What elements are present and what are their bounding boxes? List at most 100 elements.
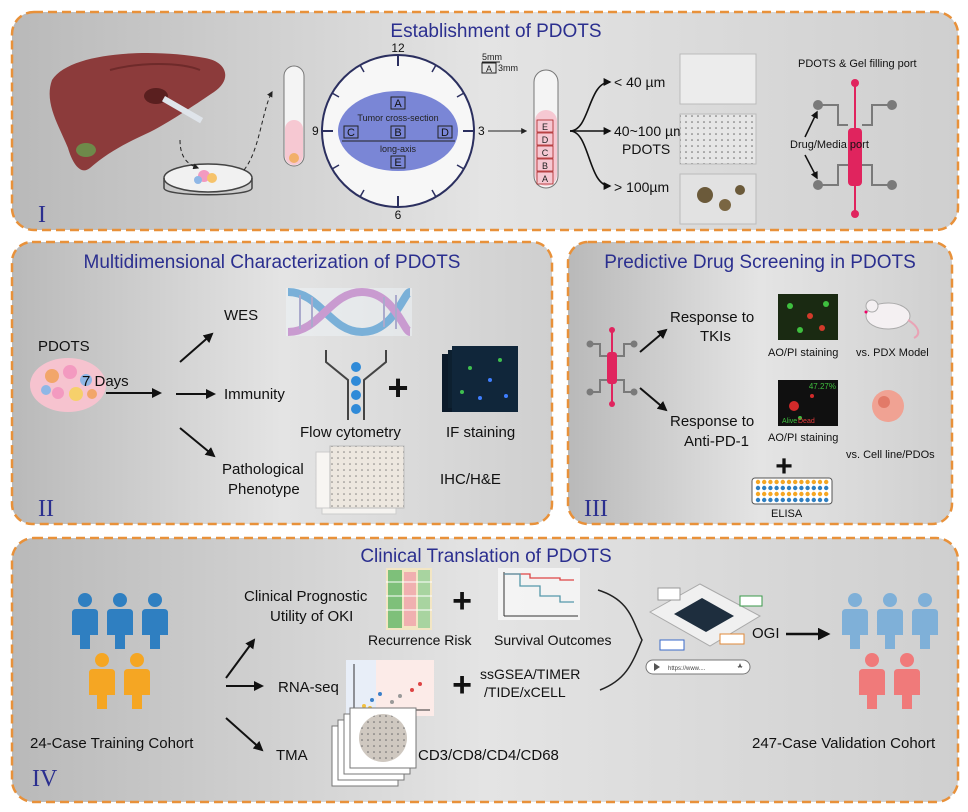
section-box-d: D	[437, 125, 453, 139]
aopi-label-2: AO/PI staining	[768, 432, 838, 444]
arrow-pd1	[639, 387, 668, 412]
svg-text:A: A	[486, 64, 492, 74]
panel-title: Clinical Translation of PDOTS	[360, 546, 611, 567]
svg-text:3mm: 3mm	[498, 63, 518, 73]
plus-icon: +	[452, 582, 472, 620]
ssgsea-label-1: ssGSEA/TIMER	[480, 666, 580, 682]
section-box-b: B	[390, 125, 406, 139]
svg-text:B: B	[542, 161, 548, 171]
svg-text:E: E	[394, 157, 401, 169]
panel-drug-screening: Predictive Drug Screening in PDOTS III R…	[566, 240, 954, 526]
arrow-pathology	[179, 427, 216, 458]
panel-title: Multidimensional Characterization of PDO…	[84, 252, 461, 273]
size-small-label: < 40 µm	[614, 74, 665, 90]
section-box-e: E	[390, 155, 406, 169]
rna-volcano-plot	[346, 660, 434, 716]
arrow-dish-to-tube	[243, 90, 273, 171]
survival-curve	[498, 568, 580, 620]
clock-9: 9	[312, 124, 319, 138]
if-label: IF staining	[446, 424, 515, 441]
panel-establishment: Establishment of PDOTS I	[10, 10, 960, 232]
panel-roman-numeral: I	[38, 202, 46, 228]
clinical-label-1: Clinical Prognostic	[244, 588, 368, 605]
plus-icon: +	[775, 450, 793, 483]
recurrence-heatmap	[386, 568, 432, 630]
dna-helix-icon	[286, 287, 413, 337]
panel-border	[566, 240, 954, 526]
tma-label: TMA	[276, 747, 308, 764]
plus-icon: +	[452, 666, 472, 704]
mouse-icon	[864, 299, 920, 339]
immunity-label: Immunity	[224, 386, 285, 403]
elisa-label: ELISA	[771, 508, 803, 520]
panel-characterization: Multidimensional Characterization of PDO…	[10, 240, 554, 526]
svg-text:5mm: 5mm	[482, 52, 502, 62]
rnaseq-label: RNA-seq	[278, 679, 339, 696]
pdx-label: vs. PDX Model	[856, 347, 929, 359]
ogi-label: OGI	[752, 625, 780, 642]
size-mid-name: PDOTS	[622, 141, 670, 157]
panel-roman-numeral: III	[584, 496, 608, 522]
scale-legend: 5mm A 3mm	[481, 52, 518, 74]
tumor-cross-section	[338, 91, 458, 171]
micrograph-small	[679, 53, 757, 105]
alive-label: Alive	[782, 418, 797, 425]
days-label: 7 Days	[82, 373, 129, 390]
gel-port-label: PDOTS & Gel filling port	[798, 58, 917, 70]
long-axis-label: long-axis	[380, 144, 417, 154]
survival-label: Survival Outcomes	[494, 632, 611, 648]
panel-clinical-translation: Clinical Translation of PDOTS IV 24-Case…	[10, 536, 960, 804]
training-people-icon	[72, 593, 168, 709]
drug-port-label: Drug/Media port	[790, 139, 869, 151]
micro-pct: 47.27%	[809, 382, 836, 391]
aopi-image-1	[778, 294, 838, 340]
micrograph-large	[679, 173, 757, 225]
pdots-cell-cluster	[30, 358, 106, 412]
clock-3: 3	[478, 124, 485, 138]
aopi-image-2: 47.27% Alive Dead	[778, 380, 838, 426]
validation-people-icon	[842, 593, 938, 709]
svg-text:A: A	[542, 174, 548, 184]
arrow-wes	[179, 332, 214, 363]
tumor-label: Tumor cross-section	[357, 113, 438, 123]
aopi-label-1: AO/PI staining	[768, 347, 838, 359]
resp-pd1-2: Anti-PD-1	[684, 433, 749, 450]
arrow-liver-to-dish	[179, 139, 200, 170]
resp-pd1-1: Response to	[670, 413, 754, 430]
panel-roman-numeral: II	[38, 496, 54, 522]
panel-title: Predictive Drug Screening in PDOTS	[604, 252, 916, 273]
svg-text:D: D	[542, 135, 549, 145]
section-box-a: A	[390, 96, 406, 110]
ihc-label: IHC/H&E	[440, 471, 501, 488]
arrow-clinical	[225, 638, 256, 679]
url-text: https://www....	[668, 666, 706, 672]
training-label: 24-Case Training Cohort	[30, 735, 194, 752]
if-staining-image	[442, 346, 518, 412]
panel-title: Establishment of PDOTS	[390, 21, 601, 42]
dead-label: Dead	[798, 418, 815, 425]
ihc-image	[315, 445, 405, 515]
test-tube-2: E D C B A	[533, 69, 559, 189]
arrow-large-size	[569, 130, 612, 190]
ssgsea-label-2: /TIDE/xCELL	[484, 684, 566, 700]
cell-line-icon	[872, 390, 904, 422]
recurrence-label: Recurrence Risk	[368, 632, 472, 648]
svg-text:C: C	[347, 127, 355, 139]
microfluidic-chip	[813, 79, 897, 218]
arrow-small-size	[569, 78, 612, 132]
size-large-label: > 100µm	[614, 179, 669, 195]
petri-dish	[163, 163, 253, 196]
wes-label: WES	[224, 307, 258, 324]
flow-label: Flow cytometry	[300, 424, 401, 441]
merge-brace	[597, 589, 643, 691]
svg-text:A: A	[394, 98, 402, 110]
markers-label: CD3/CD8/CD4/CD68	[418, 747, 559, 764]
cellline-label: vs. Cell line/PDOs	[846, 449, 935, 461]
clock-6: 6	[395, 208, 402, 222]
patho-label-2: Phenotype	[228, 481, 300, 498]
resp-tki-1: Response to	[670, 309, 754, 326]
cross-section-clock: 12 3 6 9 Tumor cross-section long-axis A…	[312, 41, 485, 222]
section-box-c: C	[343, 125, 359, 139]
ogi-chip-illustration: https://www....	[645, 583, 763, 675]
